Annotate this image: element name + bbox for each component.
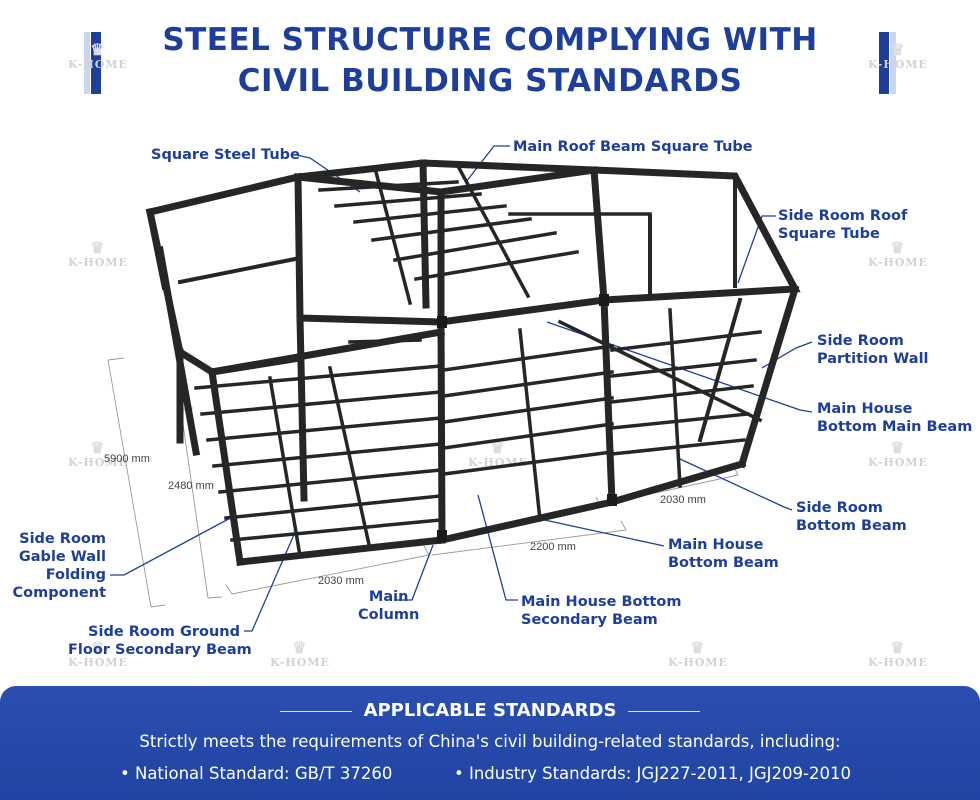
watermark: ♛K-HOME [68, 40, 128, 72]
watermark: ♛K-HOME [868, 238, 928, 270]
crown-icon: ♛ [90, 40, 106, 59]
watermark: ♛K-HOME [868, 638, 928, 670]
title-accent-bar-left-light [84, 32, 90, 94]
watermark: ♛K-HOME [68, 638, 128, 670]
crown-icon: ♛ [890, 638, 906, 657]
standard-industry: • Industry Standards: JGJ227-2011, JGJ20… [454, 764, 851, 783]
label-main-house-bottom-beam: Main House Bottom Beam [668, 537, 779, 571]
steel-frame-diagram [107, 145, 813, 632]
label-side-room-ground-floor-secondary-beam: Side Room Ground Floor Secondary Beam [68, 624, 252, 658]
heading-rule-left [279, 710, 352, 712]
dimension-width-mid: 2200 mm [530, 541, 576, 553]
dimension-height-inner: 2480 mm [168, 480, 214, 492]
page-title: STEEL STRUCTURE COMPLYING WITH CIVIL BUI… [0, 20, 980, 102]
crown-icon: ♛ [292, 638, 308, 657]
dimension-height-total: 5900 mm [104, 453, 150, 465]
label-main-house-bottom-main-beam: Main House Bottom Main Beam [817, 401, 973, 435]
crown-icon: ♛ [690, 638, 706, 657]
page-title-line-2: CIVIL BUILDING STANDARDS [237, 63, 743, 99]
watermark: ♛K-HOME [868, 40, 928, 72]
standards-intro: Strictly meets the requirements of China… [139, 732, 841, 751]
watermark: ♛K-HOME [270, 638, 330, 670]
label-main-column: Main Column [358, 589, 420, 623]
title-accent-bar-right-light [890, 32, 896, 94]
dimension-width-front: 2030 mm [318, 575, 364, 587]
crown-icon: ♛ [90, 638, 106, 657]
standards-panel: APPLICABLE STANDARDS Strictly meets the … [0, 686, 980, 800]
watermark: ♛K-HOME [68, 238, 128, 270]
dimension-lines [107, 357, 739, 608]
page-title-line-1: STEEL STRUCTURE COMPLYING WITH [162, 22, 818, 58]
crown-icon: ♛ [490, 438, 506, 457]
dimension-width-right: 2030 mm [660, 494, 706, 506]
label-side-room-roof: Side Room Roof Square Tube [778, 208, 908, 242]
column-joints [437, 294, 617, 542]
heading-rule-right [628, 710, 701, 712]
crown-icon: ♛ [890, 40, 906, 59]
standard-national: • National Standard: GB/T 37260 [120, 764, 393, 783]
crown-icon: ♛ [90, 438, 106, 457]
steel-frame [145, 159, 801, 566]
label-main-roof-beam: Main Roof Beam Square Tube [513, 139, 753, 155]
title-accent-bar-left [91, 32, 101, 94]
label-side-room-gable-wall-folding: Side Room Gable Wall Folding Component [12, 531, 106, 601]
watermark: ♛K-HOME [668, 638, 728, 670]
label-side-room-bottom-beam: Side Room Bottom Beam [796, 500, 907, 534]
label-main-house-bottom-secondary-beam: Main House Bottom Secondary Beam [521, 594, 682, 628]
watermark: ♛K-HOME [68, 438, 128, 470]
crown-icon: ♛ [90, 238, 106, 257]
watermark: ♛K-HOME [868, 438, 928, 470]
label-side-room-partition: Side Room Partition Wall [817, 333, 929, 367]
title-accent-bar-right [879, 32, 889, 94]
crown-icon: ♛ [890, 238, 906, 257]
standards-heading: APPLICABLE STANDARDS [0, 700, 980, 722]
crown-icon: ♛ [890, 438, 906, 457]
label-square-steel-tube: Square Steel Tube [151, 147, 300, 163]
